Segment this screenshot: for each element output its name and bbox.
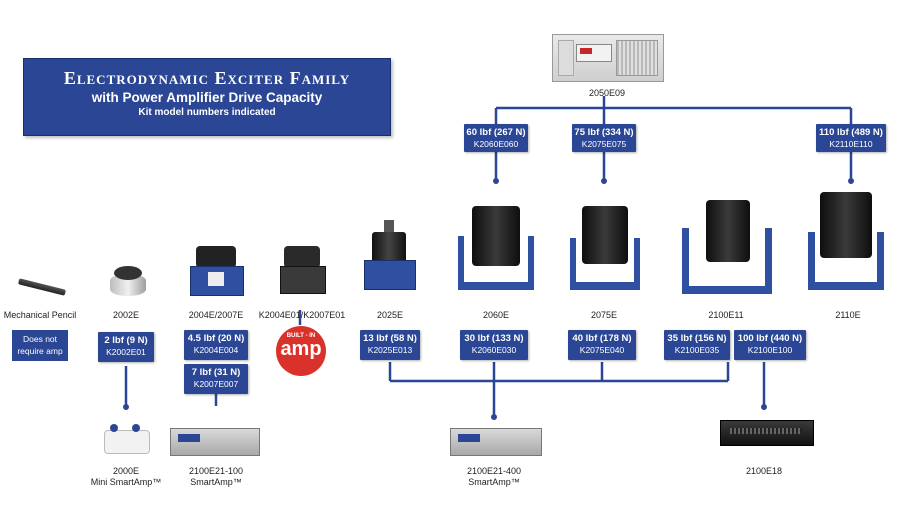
amplifier-2000e-image <box>104 424 150 454</box>
note-no-amp: Does not require amp <box>12 330 68 361</box>
spec-force: 30 lbf (133 N) <box>464 333 524 344</box>
label-2100e11: 2100E11 <box>708 310 744 320</box>
spec-force: 4.5 lbf (20 N) <box>187 333 245 344</box>
spec-force: 35 lbf (156 N) <box>667 333 727 344</box>
spec-force: 13 lbf (58 N) <box>363 333 417 344</box>
label-2002e: 2002E <box>112 310 140 320</box>
spec-top-75lbf: 75 lbf (334 N) K2075E075 <box>572 124 636 152</box>
spec-kit: K2075E040 <box>579 345 625 355</box>
label-2075e: 2075E <box>590 310 618 320</box>
amplifier-2100e18-image <box>720 420 814 446</box>
label-2100e18: 2100E18 <box>745 466 783 476</box>
spec-force: 7 lbf (31 N) <box>191 367 241 378</box>
spec-top-110lbf: 110 lbf (489 N) K2110E110 <box>816 124 886 152</box>
spec-kit: K2110E110 <box>829 139 873 149</box>
spec-kit: K2100E035 <box>674 345 720 355</box>
spec-100lbf: 100 lbf (440 N) K2100E100 <box>734 330 806 360</box>
spec-force: 100 lbf (440 N) <box>737 333 803 344</box>
spec-kit: K2007E007 <box>193 379 239 389</box>
spec-kit: K2025E013 <box>367 345 413 355</box>
exciter-2100e11-image <box>682 200 772 294</box>
title-main: Electrodynamic Exciter Family <box>63 68 351 88</box>
label-smartamp-400: SmartAmp™ <box>468 477 520 487</box>
exciter-2002e-image <box>110 266 146 296</box>
spec-kit: K2060E060 <box>473 139 519 149</box>
label-k2004e01: K2004E01/K2007E01 <box>258 310 346 320</box>
spec-35lbf: 35 lbf (156 N) K2100E035 <box>664 330 730 360</box>
spec-30lbf: 30 lbf (133 N) K2060E030 <box>460 330 528 360</box>
amplifier-2050e09-image <box>552 30 664 84</box>
amplifier-2100e21-100-image <box>170 424 260 456</box>
spec-kit: K2004E004 <box>193 345 239 355</box>
label-smartamp-100: SmartAmp™ <box>190 477 242 487</box>
spec-force: 40 lbf (178 N) <box>572 333 632 344</box>
spec-force: 60 lbf (267 N) <box>466 127 526 138</box>
label-2000e: 2000E <box>112 466 140 476</box>
spec-4-5lbf: 4.5 lbf (20 N) K2004E004 <box>184 330 248 360</box>
label-mini-smartamp: Mini SmartAmp™ <box>90 477 162 487</box>
label-2050e09: 2050E09 <box>588 88 626 98</box>
title-sub: with Power Amplifier Drive Capacity <box>91 90 323 105</box>
label-2060e: 2060E <box>482 310 510 320</box>
spec-force: 75 lbf (334 N) <box>574 127 634 138</box>
spec-kit: K2060E030 <box>471 345 517 355</box>
label-mechanical-pencil: Mechanical Pencil <box>3 310 77 320</box>
exciter-2060e-image <box>458 206 534 290</box>
exciter-2004e-image <box>190 246 244 296</box>
badge-top-text: BUILT - IN <box>286 333 316 339</box>
title-note: Kit model numbers indicated <box>138 107 276 118</box>
spec-13lbf: 13 lbf (58 N) K2025E013 <box>360 330 420 360</box>
amplifier-2100e21-400-image <box>450 424 542 456</box>
badge-main-text: amp <box>280 338 322 360</box>
exciter-2075e-image <box>570 206 640 290</box>
built-in-amp-badge: BUILT - IN amp <box>276 326 326 376</box>
spec-kit: K2002E01 <box>106 347 146 357</box>
spec-top-60lbf: 60 lbf (267 N) K2060E060 <box>464 124 528 152</box>
spec-force: 110 lbf (489 N) <box>819 127 883 138</box>
spec-2lbf: 2 lbf (9 N) K2002E01 <box>98 332 154 362</box>
exciter-2025e-image <box>364 220 416 290</box>
spec-7lbf: 7 lbf (31 N) K2007E007 <box>184 364 248 394</box>
title-banner: Electrodynamic Exciter Family with Power… <box>23 58 391 136</box>
spec-40lbf: 40 lbf (178 N) K2075E040 <box>568 330 636 360</box>
exciter-k2004-image <box>280 246 326 294</box>
label-2004e-2007e: 2004E/2007E <box>188 310 244 320</box>
spec-kit: K2100E100 <box>747 345 793 355</box>
label-2100e21-400: 2100E21-400 <box>466 466 522 476</box>
label-2025e: 2025E <box>376 310 404 320</box>
label-2100e21-100: 2100E21-100 <box>188 466 244 476</box>
spec-force: 2 lbf (9 N) <box>104 335 148 346</box>
spec-kit: K2075E075 <box>581 139 627 149</box>
label-2110e: 2110E <box>835 310 861 320</box>
exciter-2110e-image <box>808 192 884 290</box>
